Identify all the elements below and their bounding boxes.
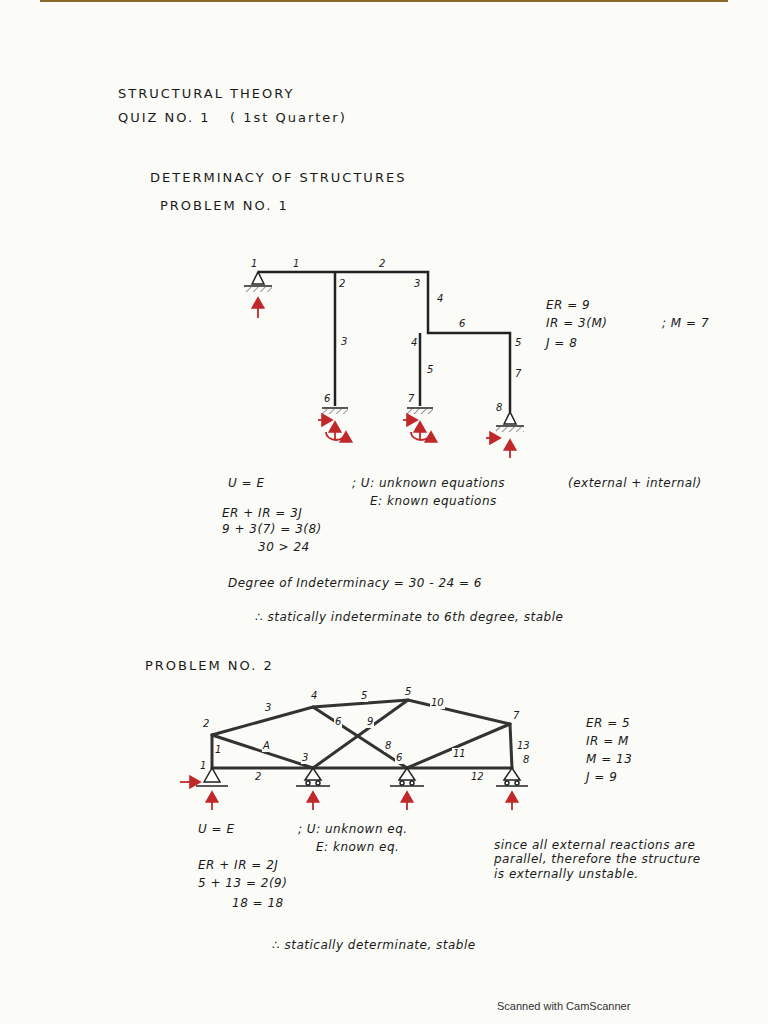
joint-number: 8 <box>522 754 530 766</box>
member-number: 5 <box>360 690 368 702</box>
section-heading: DETERMINACY OF STRUCTURES <box>150 170 406 186</box>
joint-number: 6 <box>323 393 331 405</box>
member-number: 6 <box>334 716 342 728</box>
scanner-watermark: Scanned with CamScanner <box>497 1000 630 1013</box>
page-title: STRUCTURAL THEORY <box>118 86 294 102</box>
joint-number: 7 <box>407 393 415 405</box>
equation: Degree of Indeterminacy = 30 - 24 = 6 <box>228 576 482 590</box>
truss-2 <box>212 700 512 768</box>
value-note: ER = 5 <box>586 716 630 730</box>
equation: ER + IR = 2J <box>198 858 278 872</box>
member-number: 12 <box>470 771 485 783</box>
value-note: ; M = 7 <box>662 316 709 330</box>
joint-number: 6 <box>395 752 403 764</box>
member-number: 8 <box>384 740 392 752</box>
note: E: known eq. <box>316 840 399 854</box>
quiz-heading: QUIZ NO. 1 <box>118 110 211 126</box>
conclusion: ∴ statically indeterminate to 6th degree… <box>255 610 563 624</box>
note: (external + internal) <box>568 476 702 490</box>
note: E: known equations <box>370 494 497 508</box>
note: ; U: unknown equations <box>352 476 505 490</box>
joint-number: 7 <box>512 710 520 722</box>
note: ; U: unknown eq. <box>298 822 408 836</box>
problem-heading: PROBLEM NO. 1 <box>160 198 289 214</box>
joint-number: 2 <box>338 278 346 290</box>
conclusion: ∴ statically determinate, stable <box>272 938 476 952</box>
joint-number: 4 <box>410 337 418 349</box>
value-note: IR = M <box>586 734 629 748</box>
joint-number: 1 <box>250 258 258 270</box>
member-number: 10 <box>430 697 445 709</box>
equation: 5 + 13 = 2(9) <box>198 876 287 890</box>
equation: U = E <box>198 822 235 836</box>
value-note: J = 8 <box>546 336 577 350</box>
equation: 18 = 18 <box>232 896 284 910</box>
value-note: IR = 3(M) <box>546 316 607 330</box>
member-number: 6 <box>458 318 466 330</box>
equation: U = E <box>228 476 265 490</box>
member-number: 3 <box>340 336 348 348</box>
member-number: 13 <box>516 740 531 752</box>
joint-number: 2 <box>202 718 210 730</box>
joint-number: 5 <box>514 337 522 349</box>
equation: 30 > 24 <box>258 540 310 554</box>
member-number: 2 <box>378 258 386 270</box>
member-number: 2 <box>254 771 262 783</box>
value-note: ER = 9 <box>546 298 590 312</box>
member-number: 3 <box>264 702 272 714</box>
joint-number: 3 <box>413 278 421 290</box>
member-number: 7 <box>514 368 522 380</box>
joint-number: 3 <box>301 752 309 764</box>
equation: ER + IR = 3J <box>222 506 302 520</box>
equation: 9 + 3(7) = 3(8) <box>222 522 322 536</box>
quiz-heading: ( 1st Quarter) <box>230 110 347 126</box>
joint-number: 8 <box>495 402 503 414</box>
member-number: 9 <box>366 716 374 728</box>
problem-heading: PROBLEM NO. 2 <box>145 658 274 674</box>
frame-1 <box>258 272 510 412</box>
joint-number: 4 <box>310 690 318 702</box>
value-note: M = 13 <box>586 752 632 766</box>
member-number: 11 <box>452 748 467 760</box>
joint-number: 1 <box>199 760 207 772</box>
member-number: 4 <box>436 293 444 305</box>
member-number: 1 <box>214 744 222 756</box>
member-number: A <box>262 740 271 752</box>
joint-number: 5 <box>404 686 412 698</box>
member-number: 1 <box>292 258 300 270</box>
value-note: J = 9 <box>586 770 617 784</box>
member-number: 5 <box>426 364 434 376</box>
note: since all external reactions are paralle… <box>494 838 714 881</box>
